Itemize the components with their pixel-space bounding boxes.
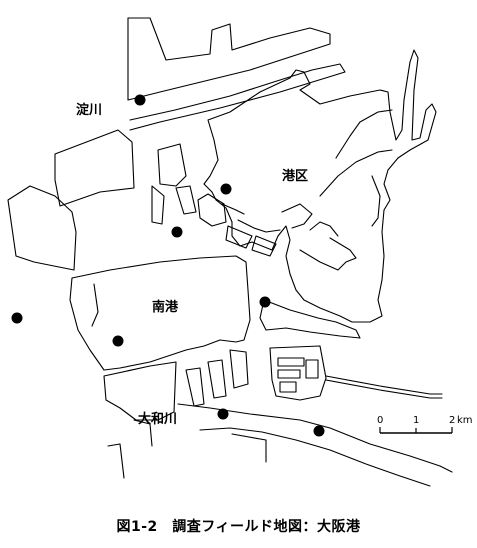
survey-point[interactable]: [217, 408, 229, 420]
label-yodogawa: 淀川: [76, 102, 102, 118]
nanko-island: [69, 255, 251, 371]
figure-caption: 図1-2 調査フィールド地図：大阪港: [116, 519, 361, 535]
label-yamato-gawa: 大和川: [138, 411, 177, 427]
survey-point[interactable]: [313, 425, 325, 437]
survey-point[interactable]: [171, 226, 183, 238]
survey-point[interactable]: [112, 335, 124, 347]
aji-river-channels: [319, 109, 393, 227]
scale-tick-1: 1: [413, 415, 419, 426]
harbour-piers: [151, 143, 277, 257]
east-reclaimed-strip: [259, 299, 361, 339]
survey-points: [11, 94, 325, 437]
scale-unit: km: [457, 415, 473, 426]
scale-bar: 0 1 2 km: [377, 415, 473, 434]
survey-point[interactable]: [259, 296, 271, 308]
survey-point[interactable]: [134, 94, 146, 106]
northwest-landfill: [54, 129, 135, 207]
scale-tick-0: 0: [377, 415, 383, 426]
survey-point[interactable]: [11, 312, 23, 324]
south-piers: [103, 349, 249, 421]
west-landfill: [7, 185, 77, 271]
label-minato-ku: 港区: [282, 168, 308, 184]
yodogawa-river: [127, 17, 346, 131]
label-nanko: 南港: [152, 299, 179, 315]
minato-ku-mainland: [203, 49, 437, 323]
sumiyoshi-landfill: [269, 345, 443, 401]
survey-point[interactable]: [220, 183, 232, 195]
scale-tick-2: 2: [449, 415, 455, 426]
